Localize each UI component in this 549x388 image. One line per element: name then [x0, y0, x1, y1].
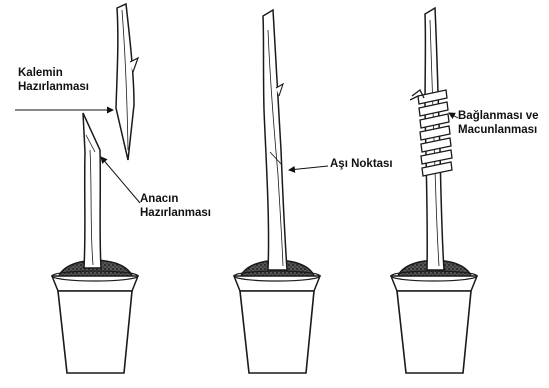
graft-point-label: Aşı Noktası [330, 157, 393, 171]
scion-prep-line-2: Hazırlanması [18, 80, 89, 94]
rootstock-prep-label: Anacın Hazırlanması [140, 192, 211, 220]
graft-point-arrow [289, 166, 328, 170]
binding-arrow [449, 113, 458, 118]
pot-1 [52, 260, 138, 373]
scion-prep-line-1: Kalemin [18, 66, 89, 80]
scion-prep-label: Kalemin Hazırlanması [18, 66, 89, 94]
grafted-stem-2 [263, 10, 287, 270]
rootstock-prep-line-2: Hazırlanması [140, 206, 211, 220]
rootstock-prep-line-1: Anacın [140, 192, 211, 206]
rootstock-prep-arrow [101, 157, 140, 203]
scion-1 [116, 4, 138, 160]
binding-label: Bağlanması ve Macunlanması [458, 109, 539, 137]
binding-line-1: Bağlanması ve [458, 109, 539, 123]
rootstock-1 [83, 113, 101, 268]
graft-point-line-1: Aşı Noktası [330, 157, 393, 171]
pot-2 [234, 260, 320, 373]
pot-3 [391, 260, 477, 373]
binding-line-2: Macunlanması [458, 123, 539, 137]
